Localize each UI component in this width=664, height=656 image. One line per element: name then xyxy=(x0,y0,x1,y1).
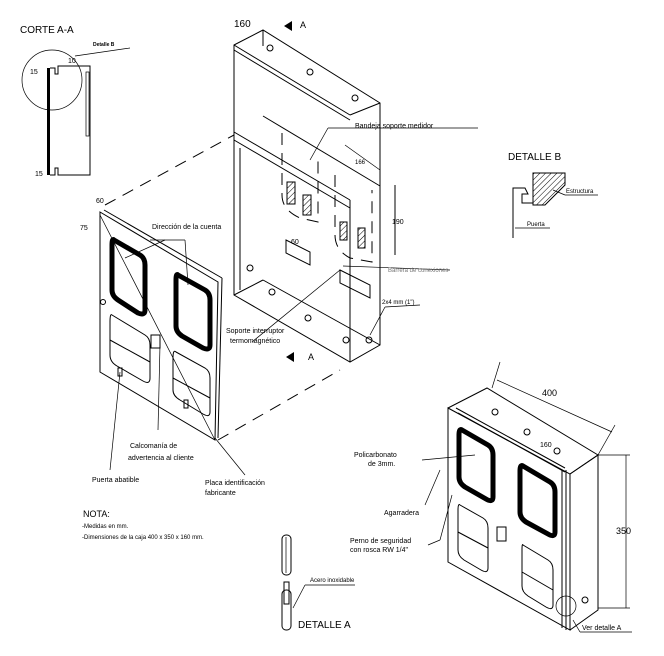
door-label: Puerta xyxy=(527,222,545,228)
dim-label: 15 xyxy=(30,69,38,76)
leader-line xyxy=(74,47,131,57)
note-line: -Medidas en mm. xyxy=(82,524,129,530)
dim-label: 60 xyxy=(96,198,104,205)
assembled-box xyxy=(421,361,632,633)
detail-ref-label: Detalle B xyxy=(93,42,115,48)
plate-label: fabricante xyxy=(205,490,236,497)
door-plate xyxy=(47,68,50,175)
note-title: NOTA: xyxy=(83,509,110,519)
polycarbonate-label: de 3mm. xyxy=(368,461,395,468)
plate-label: Placa identificación xyxy=(205,480,265,487)
dim-label: 15 xyxy=(35,171,43,178)
box-profile xyxy=(50,65,91,176)
breaker-label: termomagnético xyxy=(230,338,280,345)
section-title: CORTE A-A xyxy=(20,25,74,36)
hole-label: 2x4 mm (1") xyxy=(382,300,414,306)
detail-a-title: DETALLE A xyxy=(298,620,351,631)
dim-label: 10 xyxy=(68,58,76,65)
bolt-label: Perno de seguridad xyxy=(350,538,411,545)
section-arrow-icon xyxy=(284,21,292,31)
back-box xyxy=(233,29,478,363)
polycarbonate-label: Policarbonato xyxy=(354,452,397,459)
material-label: Acero inoxidable xyxy=(310,578,355,584)
height-dim-label: 350 xyxy=(616,526,631,536)
see-detail-label: Ver detalle A xyxy=(582,625,622,632)
decal-label: advertencia al cliente xyxy=(128,455,194,462)
detail-b-drawing xyxy=(512,172,598,238)
door-label: Puerta abatible xyxy=(92,477,139,484)
projection-line xyxy=(104,134,235,206)
detail-b-title: DETALLE B xyxy=(508,152,561,163)
section-view: CORTE A-A Detalle B 15 10 15 xyxy=(20,25,131,178)
detail-a-bolt xyxy=(281,534,355,631)
breaker-label: Soporte interruptor xyxy=(226,328,285,335)
width-dim-label: 400 xyxy=(542,388,557,398)
handle-label: Agarradera xyxy=(384,510,419,517)
dim-label: 60 xyxy=(291,239,299,246)
decal-label: Calcomanía de xyxy=(130,443,177,450)
bolt-label: con rosca RW 1/4" xyxy=(350,547,409,554)
dim-label: 75 xyxy=(80,225,88,232)
door xyxy=(99,209,246,476)
note-line: -Dimensiones de la caja 400 x 350 x 160 … xyxy=(82,535,204,541)
barrier-label: Barrera de conexiones xyxy=(388,268,448,274)
dim-label: 166 xyxy=(355,160,366,166)
detail-circle xyxy=(21,49,83,111)
section-marker: A xyxy=(308,352,314,362)
direction-label: Dirección de la cuenta xyxy=(152,224,221,231)
depth-dim-label: 160 xyxy=(234,19,251,30)
depth-dim-label: 160 xyxy=(540,442,552,449)
dim-label: 190 xyxy=(392,219,404,226)
section-arrow-icon xyxy=(286,352,294,362)
slot xyxy=(85,71,90,137)
tray-label: Bandeja soporte medidor xyxy=(355,123,434,130)
section-marker: A xyxy=(300,20,306,30)
projection-line xyxy=(217,369,341,441)
structure-label: Estructura xyxy=(566,189,594,195)
